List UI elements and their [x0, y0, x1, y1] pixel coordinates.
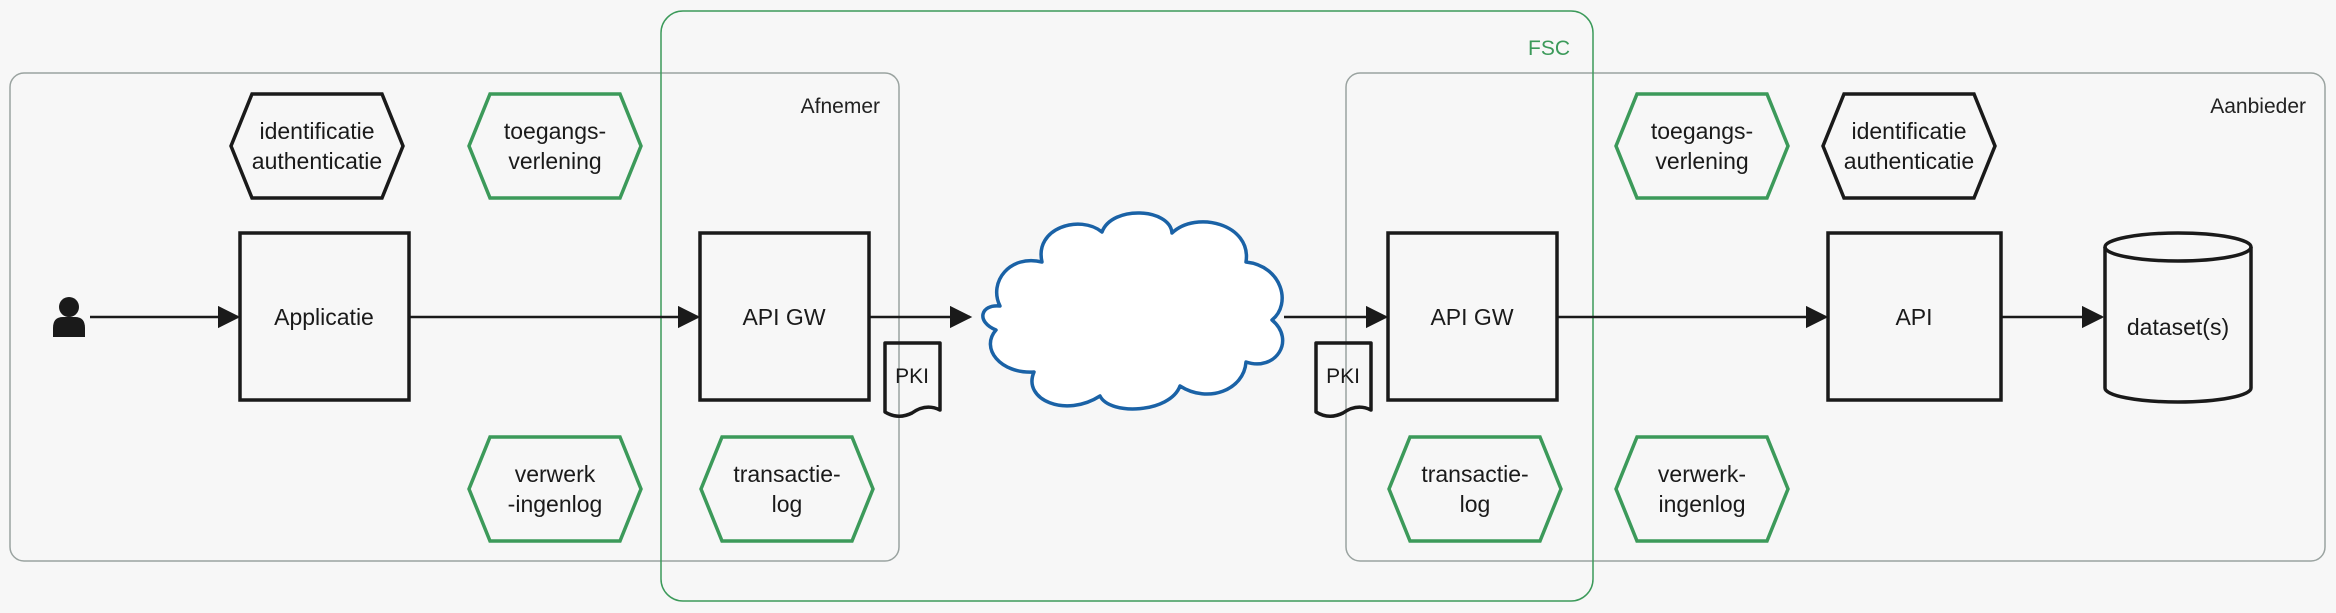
hex-label: verwerk-	[1658, 461, 1746, 487]
hex-identificatie-aanbieder: identificatie authenticatie	[1821, 92, 1997, 200]
dataset-label: dataset(s)	[2127, 314, 2229, 340]
hex-label: log	[1460, 491, 1491, 517]
hex-verwerkingenlog-afnemer: verwerk -ingenlog	[467, 435, 643, 543]
hex-identificatie-afnemer: identificatie authenticatie	[229, 92, 405, 200]
hex-toegangsverlening-afnemer: toegangs- verlening	[467, 92, 643, 200]
hex-label: verlening	[1655, 148, 1748, 174]
cloud-icon	[981, 211, 1285, 411]
box-label: API GW	[1430, 304, 1513, 330]
hex-label: authenticatie	[1844, 148, 1974, 174]
region-fsc: FSC	[660, 10, 1594, 602]
hex-label: authenticatie	[252, 148, 382, 174]
hex-toegangsverlening-aanbieder: toegangs- verlening	[1614, 92, 1790, 200]
box-api-gw-afnemer: API GW	[698, 231, 871, 402]
region-label-fsc: FSC	[1528, 37, 1570, 60]
hex-label: -ingenlog	[508, 491, 603, 517]
region-label-afnemer: Afnemer	[801, 95, 880, 118]
hex-label: transactie-	[1421, 461, 1528, 487]
box-label: API GW	[742, 304, 825, 330]
box-label: Applicatie	[274, 304, 374, 330]
region-label-aanbieder: Aanbieder	[2210, 95, 2306, 118]
box-label: API	[1895, 304, 1932, 330]
user-icon	[53, 297, 85, 337]
box-api: API	[1826, 231, 2003, 402]
hex-label: ingenlog	[1659, 491, 1746, 517]
box-api-gw-aanbieder: API GW	[1386, 231, 1559, 402]
document-icon: PKI	[883, 341, 942, 418]
hex-label: transactie-	[733, 461, 840, 487]
hex-label: verlening	[508, 148, 601, 174]
box-applicatie: Applicatie	[238, 231, 411, 402]
hex-label: log	[772, 491, 803, 517]
pki-label-afnemer: PKI	[895, 365, 929, 388]
hex-label: toegangs-	[1651, 118, 1753, 144]
hex-label: identificatie	[259, 118, 374, 144]
hex-label: toegangs-	[504, 118, 606, 144]
pki-label-aanbieder: PKI	[1326, 365, 1360, 388]
document-icon: PKI	[1314, 341, 1373, 418]
hex-label: verwerk	[515, 461, 596, 487]
hex-transactielog-aanbieder: transactie- log	[1387, 435, 1563, 543]
database-icon: dataset(s)	[2103, 231, 2253, 404]
hex-transactielog-afnemer: transactie- log	[699, 435, 875, 543]
hex-label: identificatie	[1851, 118, 1966, 144]
hex-verwerkingenlog-aanbieder: verwerk- ingenlog	[1614, 435, 1790, 543]
